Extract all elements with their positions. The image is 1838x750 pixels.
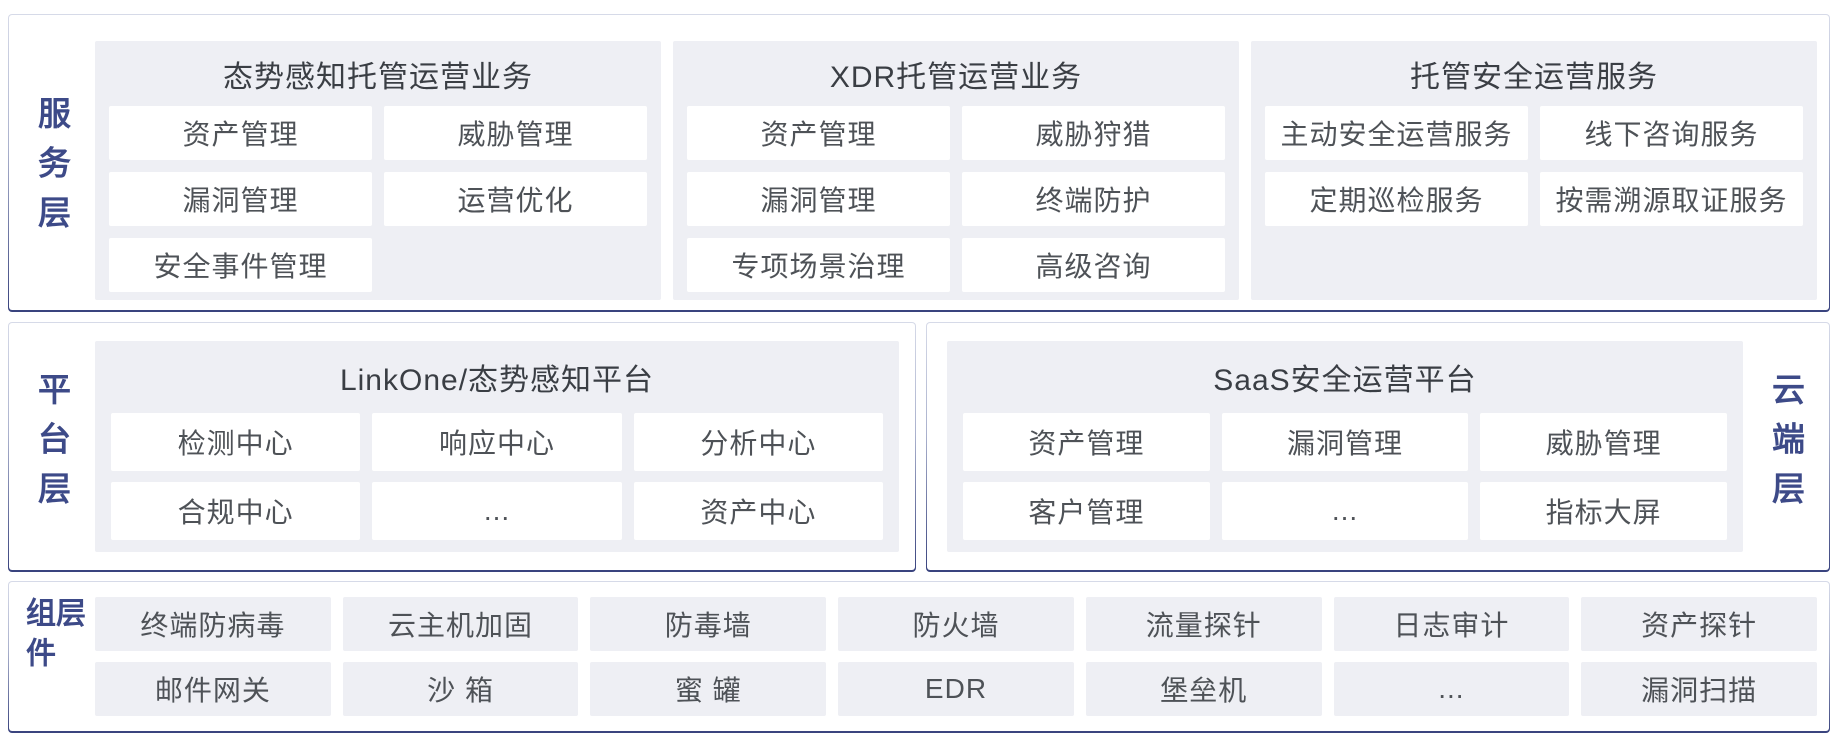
service-layer-label: 服务层 xyxy=(33,96,71,245)
component-grid: 终端防病毒 云主机加固 防毒墙 防火墙 流量探针 日志审计 资产探针 邮件网关 … xyxy=(95,597,1817,716)
component-item-ellipsis: ... xyxy=(1333,662,1570,716)
platform-layer-label: 平台层 xyxy=(33,372,71,521)
service-item: 威胁狩猎 xyxy=(962,106,1225,160)
service-item: 运营优化 xyxy=(384,172,647,226)
platform-group-linkone: LinkOne/态势感知平台 检测中心 响应中心 分析中心 合规中心 ... 资… xyxy=(95,341,899,552)
component-layer-body: 组件层 终端防病毒 云主机加固 防毒墙 防火墙 流量探针 日志审计 资产探针 邮… xyxy=(9,582,1829,731)
component-layer-label: 组件层 xyxy=(21,597,84,677)
service-item: 资产管理 xyxy=(109,106,372,160)
component-item: EDR xyxy=(838,662,1074,716)
platform-item: 资产中心 xyxy=(633,482,883,540)
service-item: 按需溯源取证服务 xyxy=(1540,172,1803,226)
service-group-grid: 资产管理 威胁狩猎 漏洞管理 终端防护 专项场景治理 高级咨询 xyxy=(687,106,1225,292)
service-item: 安全事件管理 xyxy=(109,238,372,292)
cloud-layer-section: SaaS安全运营平台 资产管理 漏洞管理 威胁管理 客户管理 ... 指标大屏 … xyxy=(926,322,1830,572)
service-item: 终端防护 xyxy=(962,172,1225,226)
service-item: 漏洞管理 xyxy=(687,172,950,226)
service-group-managed-security: 托管安全运营服务 主动安全运营服务 线下咨询服务 定期巡检服务 按需溯源取证服务 xyxy=(1251,41,1817,300)
service-group-xdr: XDR托管运营业务 资产管理 威胁狩猎 漏洞管理 终端防护 专项场景治理 高级咨… xyxy=(673,41,1239,300)
cloud-layer-label-col: 云端层 xyxy=(1743,341,1829,552)
platform-layer-label-col: 平台层 xyxy=(9,341,95,552)
component-item: 沙 箱 xyxy=(342,662,579,716)
saas-item: 漏洞管理 xyxy=(1221,413,1469,471)
saas-item: 客户管理 xyxy=(963,482,1210,540)
component-item: 终端防病毒 xyxy=(95,597,331,651)
saas-item: 威胁管理 xyxy=(1480,413,1727,471)
service-item: 定期巡检服务 xyxy=(1265,172,1528,226)
platform-group-title: SaaS安全运营平台 xyxy=(1213,364,1477,397)
saas-item: 指标大屏 xyxy=(1480,482,1727,540)
service-group-situational-awareness: 态势感知托管运营业务 资产管理 威胁管理 漏洞管理 运营优化 安全事件管理 xyxy=(95,41,661,300)
service-item: 专项场景治理 xyxy=(687,238,950,292)
service-item: 线下咨询服务 xyxy=(1540,106,1803,160)
platform-layer-section: 平台层 LinkOne/态势感知平台 检测中心 响应中心 分析中心 合规中心 .… xyxy=(8,322,916,572)
service-group-title: 态势感知托管运营业务 xyxy=(223,60,533,94)
service-item: 威胁管理 xyxy=(384,106,647,160)
platform-groups: LinkOne/态势感知平台 检测中心 响应中心 分析中心 合规中心 ... 资… xyxy=(95,341,899,552)
component-item: 防毒墙 xyxy=(590,597,827,651)
service-item: 资产管理 xyxy=(687,106,950,160)
service-group-title: 托管安全运营服务 xyxy=(1410,60,1658,94)
service-group-grid: 主动安全运营服务 线下咨询服务 定期巡检服务 按需溯源取证服务 xyxy=(1265,106,1803,292)
platform-item: 合规中心 xyxy=(111,482,361,540)
component-layer-section: 组件层 终端防病毒 云主机加固 防毒墙 防火墙 流量探针 日志审计 资产探针 邮… xyxy=(8,581,1830,733)
component-item: 漏洞扫描 xyxy=(1581,662,1817,716)
cloud-groups: SaaS安全运营平台 资产管理 漏洞管理 威胁管理 客户管理 ... 指标大屏 xyxy=(947,341,1743,552)
service-layer-body: 服务层 态势感知托管运营业务 资产管理 威胁管理 漏洞管理 运营优化 安全事件管… xyxy=(9,15,1829,310)
component-item: 云主机加固 xyxy=(342,597,579,651)
component-item: 资产探针 xyxy=(1581,597,1817,651)
platform-item: 响应中心 xyxy=(372,413,622,471)
service-item: 高级咨询 xyxy=(962,238,1225,292)
platform-group-title: LinkOne/态势感知平台 xyxy=(339,364,655,397)
saas-item: 资产管理 xyxy=(963,413,1210,471)
platform-row: 平台层 LinkOne/态势感知平台 检测中心 响应中心 分析中心 合规中心 .… xyxy=(8,322,1830,572)
platform-item: 检测中心 xyxy=(111,413,361,471)
platform-item: 分析中心 xyxy=(633,413,883,471)
cloud-layer-label: 云端层 xyxy=(1767,372,1805,521)
service-layer-section: 服务层 态势感知托管运营业务 资产管理 威胁管理 漏洞管理 运营优化 安全事件管… xyxy=(8,14,1830,312)
platform-item-ellipsis: ... xyxy=(372,482,622,540)
cloud-layer-body: SaaS安全运营平台 资产管理 漏洞管理 威胁管理 客户管理 ... 指标大屏 … xyxy=(927,323,1829,570)
component-item: 流量探针 xyxy=(1085,597,1322,651)
platform-group-grid: 检测中心 响应中心 分析中心 合规中心 ... 资产中心 xyxy=(111,413,883,540)
service-group-title: XDR托管运营业务 xyxy=(829,60,1083,94)
component-item: 堡垒机 xyxy=(1085,662,1322,716)
service-groups: 态势感知托管运营业务 资产管理 威胁管理 漏洞管理 运营优化 安全事件管理 XD… xyxy=(95,41,1817,300)
service-item: 漏洞管理 xyxy=(109,172,372,226)
service-layer-label-col: 服务层 xyxy=(9,41,95,300)
component-item: 邮件网关 xyxy=(95,662,331,716)
component-layer-label-col: 组件层 xyxy=(9,597,95,716)
saas-item-ellipsis: ... xyxy=(1221,482,1469,540)
component-item: 日志审计 xyxy=(1333,597,1570,651)
platform-layer-body: 平台层 LinkOne/态势感知平台 检测中心 响应中心 分析中心 合规中心 .… xyxy=(9,323,915,570)
component-item: 防火墙 xyxy=(838,597,1074,651)
service-group-grid: 资产管理 威胁管理 漏洞管理 运营优化 安全事件管理 xyxy=(109,106,647,292)
platform-group-saas: SaaS安全运营平台 资产管理 漏洞管理 威胁管理 客户管理 ... 指标大屏 xyxy=(947,341,1743,552)
saas-group-grid: 资产管理 漏洞管理 威胁管理 客户管理 ... 指标大屏 xyxy=(963,413,1727,540)
service-item: 主动安全运营服务 xyxy=(1265,106,1528,160)
component-item: 蜜 罐 xyxy=(590,662,827,716)
